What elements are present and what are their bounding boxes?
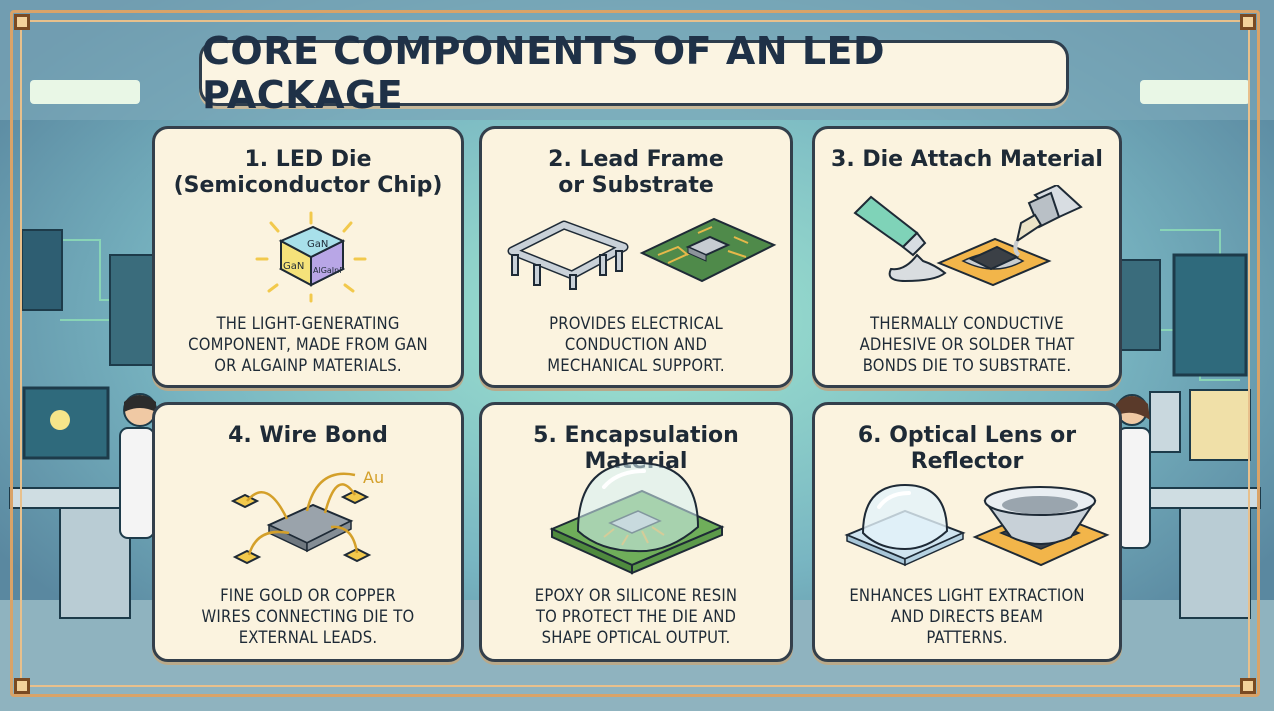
- wall-screen-right: [1172, 253, 1248, 377]
- card-title-line1: 2. Lead Frame: [548, 147, 724, 172]
- desc-line: CONDUCTION AND: [564, 335, 708, 354]
- chip-label-right: AlGaInP: [313, 266, 344, 275]
- card-lead-frame: 2. Lead Frame or Substrate PROVIDES ELEC…: [479, 126, 793, 388]
- wire-bond-icon: Au: [230, 468, 384, 565]
- card-title-line1: 6. Optical Lens or: [857, 423, 1077, 448]
- card-title-line2: or Substrate: [558, 173, 714, 198]
- card-description: PROVIDES ELECTRICAL CONDUCTION AND MECHA…: [492, 313, 780, 376]
- card-title-line2: (Semiconductor Chip): [173, 173, 443, 198]
- card-title: 4. Wire Bond: [155, 423, 461, 449]
- chip-label-left: GaN: [283, 261, 304, 272]
- card-led-die: 1. LED Die (Semiconductor Chip) GaN GaN …: [152, 126, 464, 388]
- optical-lens-icon: [844, 483, 966, 567]
- card-title-line1: 3. Die Attach Material: [831, 147, 1103, 172]
- desk-monitor-right: [1189, 389, 1251, 461]
- desc-line: PATTERNS.: [926, 628, 1008, 647]
- desc-line: THERMALLY CONDUCTIVE: [870, 314, 1064, 333]
- desc-line: OR AlGaInP MATERIALS.: [214, 356, 402, 375]
- card-description: EPOXY OR SILICONE RESIN TO PROTECT THE D…: [492, 585, 780, 648]
- desc-line: EPOXY OR SILICONE RESIN: [534, 586, 738, 605]
- page-title: CORE COMPONENTS OF AN LED PACKAGE: [202, 29, 886, 117]
- title-banner: CORE COMPONENTS OF AN LED PACKAGE: [199, 29, 1069, 117]
- lead-frame-icon: [507, 220, 629, 290]
- frame-corner-br: [1240, 678, 1256, 694]
- card-description: ENHANCES LIGHT EXTRACTION AND DIRECTS BE…: [825, 585, 1109, 648]
- wall-panel-left: [21, 229, 63, 311]
- gold-wire-label: Au: [363, 468, 384, 487]
- desc-line: AND DIRECTS BEAM: [890, 607, 1044, 626]
- card-title: 1. LED Die (Semiconductor Chip): [155, 147, 461, 199]
- desc-line: EXTERNAL LEADS.: [238, 628, 378, 647]
- desc-line: BONDS DIE TO SUBSTRATE.: [862, 356, 1072, 375]
- substrate-board-icon: [639, 217, 777, 283]
- decorative-frame-inner: [20, 20, 1250, 687]
- card-title-line1: 1. LED Die: [244, 147, 372, 172]
- reflector-cup-icon: [972, 486, 1110, 567]
- desc-line: ADHESIVE OR SOLDER THAT: [859, 335, 1075, 354]
- encapsulation-dome-icon: [549, 461, 725, 575]
- card-title-line1: 4. Wire Bond: [228, 423, 388, 448]
- card-title: 6. Optical Lens or Reflector: [815, 423, 1119, 475]
- ceiling-light-right: [1140, 80, 1250, 104]
- card-title-line1: 5. Encapsulation Material: [533, 423, 739, 474]
- frame-corner-bl: [14, 678, 30, 694]
- frame-corner-tr: [1240, 14, 1256, 30]
- decorative-frame: [10, 10, 1260, 697]
- led-die-chip-icon: GaN GaN AlGaInP: [255, 211, 367, 303]
- card-optical-lens: 6. Optical Lens or Reflector ENHANCES LI…: [812, 402, 1122, 662]
- card-title: 2. Lead Frame or Substrate: [482, 147, 790, 199]
- desc-line: COMPONENT, MADE FROM GaN: [188, 335, 428, 354]
- card-die-attach: 3. Die Attach Material THERMALLY CONDUCT…: [812, 126, 1122, 388]
- card-encapsulation: 5. Encapsulation Material EPOXY OR SILIC…: [479, 402, 793, 662]
- wall-monitor-right: [1119, 259, 1161, 351]
- card-description: FINE GOLD OR COPPER WIRES CONNECTING DIE…: [165, 585, 451, 648]
- desc-line: MECHANICAL SUPPORT.: [547, 356, 725, 375]
- card-description: THE LIGHT-GENERATING COMPONENT, MADE FRO…: [165, 313, 451, 376]
- card-description: THERMALLY CONDUCTIVE ADHESIVE OR SOLDER …: [825, 313, 1109, 376]
- card-title: 3. Die Attach Material: [815, 147, 1119, 173]
- desc-line: SHAPE OPTICAL OUTPUT.: [541, 628, 731, 647]
- desc-line: FINE GOLD OR COPPER: [220, 586, 396, 605]
- desc-line: THE LIGHT-GENERATING: [216, 314, 400, 333]
- desc-line: PROVIDES ELECTRICAL: [549, 314, 723, 333]
- card-title: 5. Encapsulation Material: [482, 423, 790, 475]
- frame-corner-tl: [14, 14, 30, 30]
- chip-label-top: GaN: [307, 239, 328, 250]
- card-title-line2: Reflector: [910, 449, 1024, 474]
- desc-line: TO PROTECT THE DIE AND: [535, 607, 737, 626]
- desc-line: ENHANCES LIGHT EXTRACTION: [849, 586, 1085, 605]
- card-wire-bond: 4. Wire Bond Au FINE GOLD OR COPPER WIRE…: [152, 402, 464, 662]
- ceiling-light-left: [30, 80, 140, 104]
- die-attach-tube-icon: [853, 185, 1083, 287]
- desc-line: WIRES CONNECTING DIE TO: [201, 607, 415, 626]
